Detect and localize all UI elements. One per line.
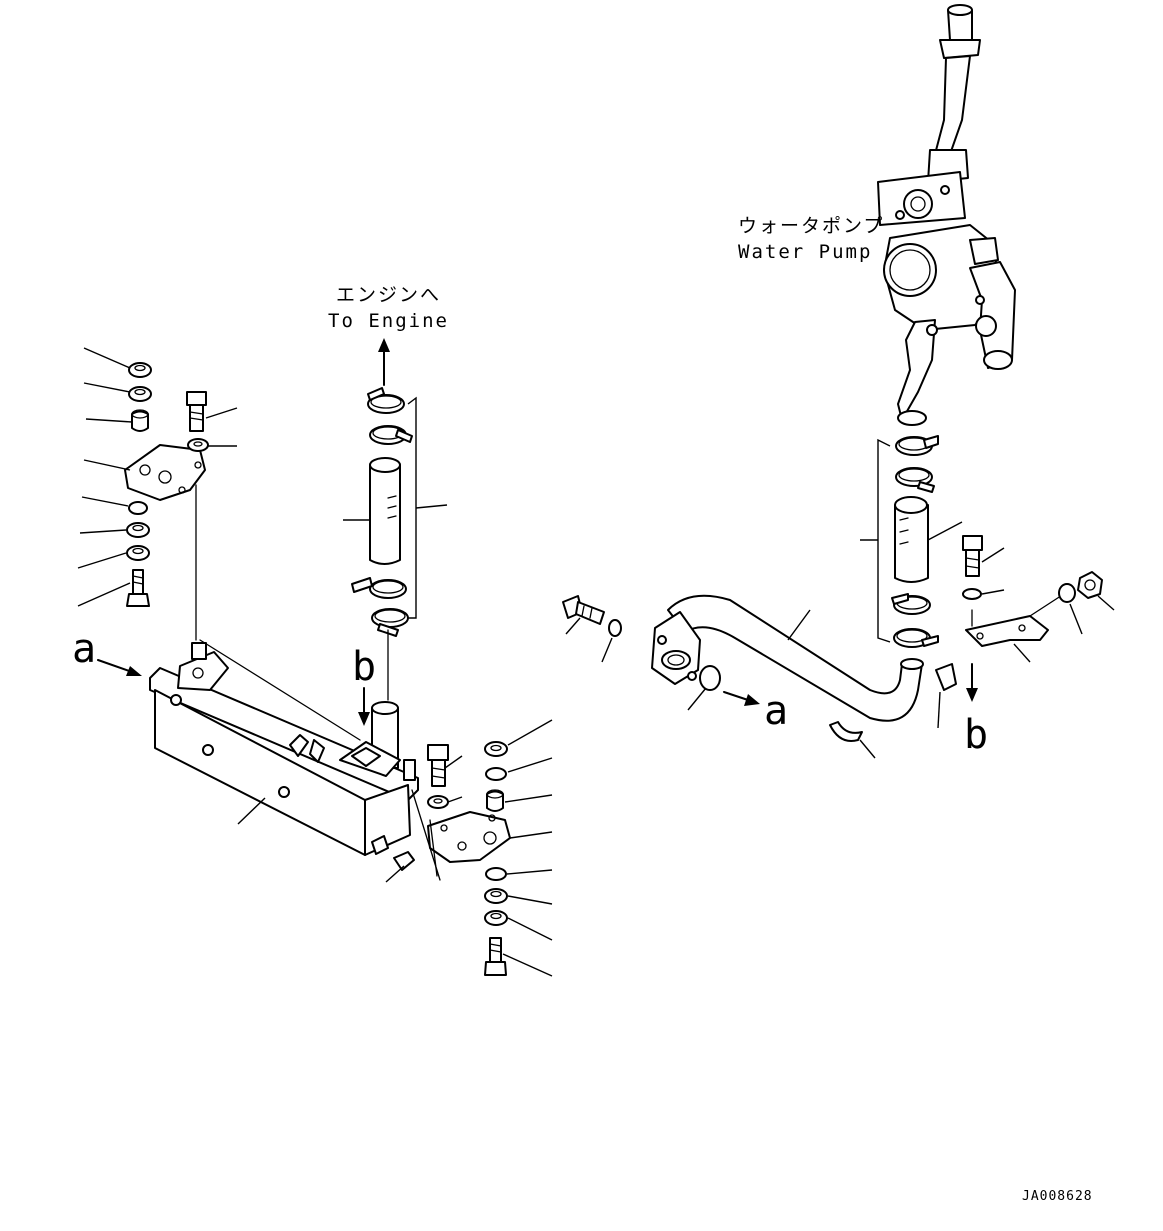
water-pipe-icon <box>651 594 957 759</box>
ref-label-b-right: b <box>964 712 988 758</box>
hose-icon <box>369 457 401 565</box>
bracket-icon <box>965 615 1049 647</box>
bolt-icon <box>484 937 507 976</box>
spacer-icon <box>486 790 504 812</box>
hose-clamp-icon <box>891 593 931 615</box>
water-pump-label-jp: ウォータポンプ <box>738 215 884 237</box>
arrow-icon <box>126 666 142 676</box>
ref-label-a-left: a <box>72 626 96 672</box>
hose-icon <box>894 496 929 583</box>
arrow-icon <box>358 712 370 726</box>
right-hose-assembly <box>860 435 963 648</box>
bolt-icon <box>962 535 983 577</box>
hose-clamp-icon <box>893 628 939 648</box>
washer-icon <box>485 767 507 781</box>
spacer-icon <box>131 410 149 432</box>
arrow-icon <box>744 694 760 706</box>
ref-arrows <box>97 659 978 726</box>
ref-label-b-left: b <box>352 644 376 690</box>
hose-clamp-icon <box>895 467 935 493</box>
hose-clamp-icon <box>367 387 405 414</box>
u-bolt-icon <box>829 721 863 742</box>
washer-icon <box>1058 583 1076 603</box>
washer-icon <box>962 588 982 600</box>
clip-icon <box>935 663 957 691</box>
water-pump-icon <box>877 4 1016 426</box>
arrow-icon <box>378 338 390 352</box>
washer-icon <box>608 619 622 637</box>
to-engine-label-en: To Engine <box>328 310 449 332</box>
bolt-icon <box>186 391 207 432</box>
hose-clamp-icon <box>369 425 413 445</box>
right-mount-parts <box>562 535 1115 663</box>
gasket-icon <box>699 665 721 691</box>
washer-icon <box>484 741 508 757</box>
bolt-icon <box>427 744 449 787</box>
left-upper-mount-stack <box>77 347 238 641</box>
drawing-id: JA008628 <box>1022 1189 1093 1204</box>
bracket-icon <box>427 811 511 863</box>
coolant-tank-icon <box>149 639 419 883</box>
nut-icon <box>1077 571 1103 599</box>
washer-icon <box>128 501 148 515</box>
to-engine-label-jp: エンジンへ <box>336 284 441 306</box>
arrow-icon <box>966 688 978 702</box>
bolt-icon <box>562 595 605 625</box>
washer-icon <box>485 867 507 881</box>
ref-label-a-right: a <box>764 688 788 734</box>
water-pump-label-en: Water Pump <box>738 241 872 263</box>
washer-icon <box>187 438 209 452</box>
hose-clamp-icon <box>895 435 939 456</box>
bolt-icon <box>126 569 150 607</box>
hose-clamp-icon <box>371 608 409 637</box>
left-lower-mount-stack <box>411 719 553 977</box>
washer-icon <box>427 795 449 809</box>
left-hose-assembly <box>343 338 448 701</box>
bracket-icon <box>124 444 206 501</box>
hose-clamp-icon <box>351 577 407 599</box>
